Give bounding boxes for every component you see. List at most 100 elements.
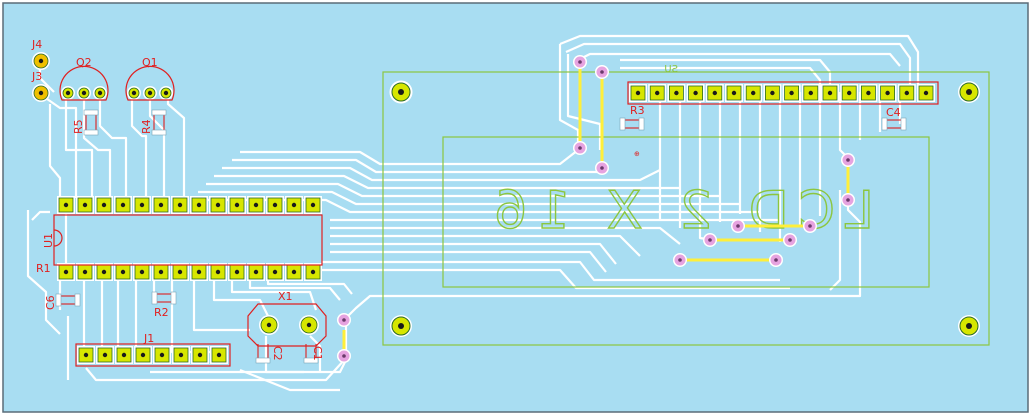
su-pin-pad bbox=[917, 84, 935, 102]
u1-pin-pad bbox=[133, 196, 151, 214]
label-c1: C1 bbox=[311, 346, 324, 361]
c2-footprint bbox=[257, 344, 269, 358]
via bbox=[595, 65, 609, 79]
su-pin-pad bbox=[725, 84, 743, 102]
x1-pin-pad bbox=[259, 315, 279, 335]
lcd-outer-outline bbox=[382, 71, 990, 346]
u1-pin-pad bbox=[152, 196, 170, 214]
su-pin-pad bbox=[686, 84, 705, 102]
label-r4: R4 bbox=[140, 119, 153, 134]
label-su: SU bbox=[664, 64, 678, 75]
r4-footprint bbox=[153, 114, 165, 130]
component-pads: ⊕ bbox=[32, 52, 935, 364]
via bbox=[337, 313, 351, 327]
via bbox=[573, 55, 587, 69]
j1-pin-pad bbox=[96, 346, 114, 364]
u1-pin-pad bbox=[114, 263, 132, 281]
vias bbox=[337, 55, 855, 363]
mounting-holes bbox=[389, 80, 980, 337]
u1-pin-pad bbox=[95, 263, 113, 281]
via bbox=[703, 233, 717, 247]
u1-pin-pad bbox=[304, 196, 322, 214]
label-j3: J3 bbox=[31, 70, 42, 83]
via bbox=[595, 161, 609, 175]
label-x1: X1 bbox=[278, 290, 293, 303]
u1-pin-pad bbox=[266, 263, 284, 281]
u1-pin-pad bbox=[95, 196, 113, 214]
u1-pin-pad bbox=[228, 263, 246, 281]
center-marker-glyph: ⊕ bbox=[634, 150, 640, 158]
via bbox=[841, 153, 855, 167]
j3-connector-pad bbox=[32, 84, 50, 102]
u1-pin-pad bbox=[171, 263, 189, 281]
label-r5: R5 bbox=[72, 119, 85, 134]
q2-outline bbox=[59, 65, 109, 101]
label-c4: C4 bbox=[886, 106, 901, 119]
u1-pin-pad bbox=[76, 196, 94, 214]
q1-pin-pad bbox=[159, 86, 173, 100]
label-c6: C6 bbox=[44, 295, 57, 310]
j1-pin-pad bbox=[172, 346, 190, 364]
u1-pin-pad bbox=[209, 196, 227, 214]
su-pin-pad bbox=[648, 84, 667, 102]
j1-pin-pad bbox=[153, 346, 171, 364]
u1-pin-pad bbox=[114, 196, 132, 214]
label-q2: Q2 bbox=[76, 56, 92, 69]
via bbox=[731, 219, 745, 233]
via bbox=[673, 253, 687, 267]
q2-pin-pad bbox=[93, 86, 107, 100]
via bbox=[783, 233, 797, 247]
j1-pin-pad bbox=[134, 346, 152, 364]
label-q1: Q1 bbox=[142, 56, 158, 69]
u1-pin-pad bbox=[266, 196, 284, 214]
lcd-module-outline bbox=[382, 71, 990, 346]
su-pin-pad bbox=[897, 84, 916, 102]
via bbox=[803, 219, 817, 233]
label-c2: C2 bbox=[271, 346, 284, 361]
su-pin-pad bbox=[705, 84, 724, 102]
mounting-hole bbox=[389, 80, 413, 104]
r5-footprint bbox=[85, 114, 97, 130]
u1-pin-pad bbox=[285, 263, 303, 281]
label-r1: R1 bbox=[36, 262, 51, 275]
u1-pin-pad bbox=[57, 196, 75, 214]
u1-pin-pad bbox=[190, 263, 208, 281]
label-r2: R2 bbox=[154, 306, 169, 319]
su-pin-pad bbox=[801, 84, 820, 102]
su-pin-pad bbox=[629, 84, 647, 102]
j4-connector-pad bbox=[32, 52, 50, 70]
j1-pin-pad bbox=[191, 346, 209, 364]
su-pin-pad bbox=[859, 84, 878, 102]
component-labels: J4 J3 Q2 Q1 R5 R4 U1 R1 C6 R2 X1 C2 C1 J… bbox=[31, 38, 901, 361]
u1-pin-pad bbox=[133, 263, 151, 281]
x1-pin-pad bbox=[299, 315, 319, 335]
copper-traces bbox=[26, 34, 920, 392]
su-pin-pad bbox=[667, 84, 686, 102]
su-outline bbox=[627, 81, 939, 105]
q2-pin-pad bbox=[61, 86, 75, 100]
su-pin-pad bbox=[744, 84, 763, 102]
r2-footprint bbox=[156, 293, 172, 303]
q2-pin-pad bbox=[77, 86, 91, 100]
q1-pin-pad bbox=[127, 86, 141, 100]
smd-pads bbox=[55, 109, 907, 364]
j1-outline bbox=[75, 343, 231, 367]
j1-pin-pad bbox=[210, 346, 228, 364]
via bbox=[841, 193, 855, 207]
j1-pin-pad bbox=[77, 346, 95, 364]
q1-pin-pad bbox=[143, 86, 157, 100]
c6-footprint bbox=[60, 295, 76, 305]
su-pin-pad bbox=[763, 84, 782, 102]
mounting-hole bbox=[390, 315, 412, 337]
r3-footprint bbox=[624, 119, 640, 129]
u1-pin-pad bbox=[247, 263, 265, 281]
via bbox=[573, 141, 587, 155]
j1-pin-pad bbox=[115, 346, 133, 364]
mounting-hole bbox=[958, 81, 980, 103]
mounting-hole bbox=[958, 315, 980, 337]
u1-pin-pad bbox=[228, 196, 246, 214]
label-u1: U1 bbox=[42, 233, 55, 248]
u1-pin-pad bbox=[171, 196, 189, 214]
u1-pin-pad bbox=[304, 263, 322, 281]
